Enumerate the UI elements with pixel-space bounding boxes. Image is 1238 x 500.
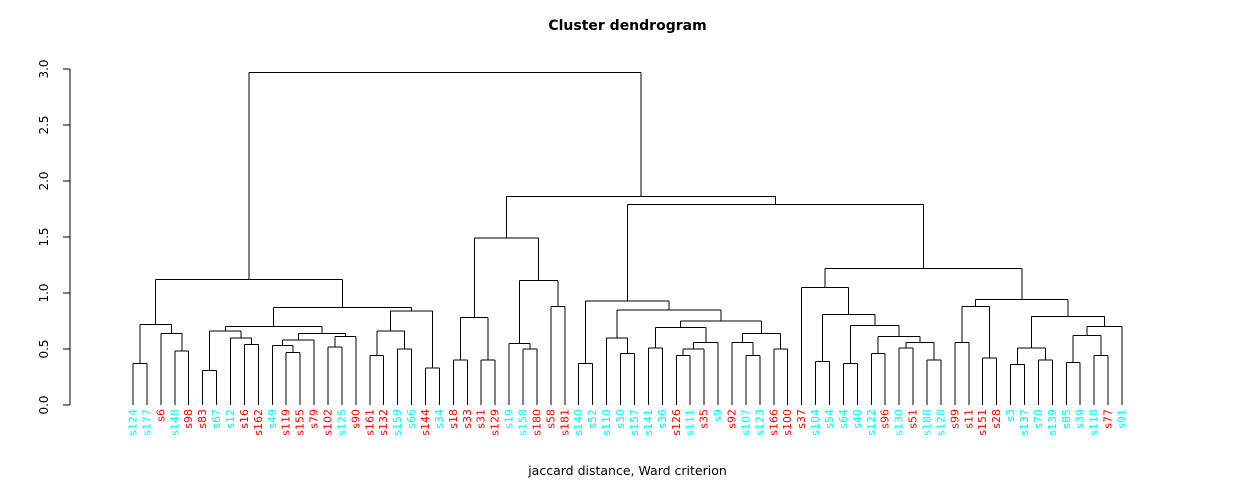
leaf-label: s139 [1046,409,1059,436]
leaf-label: s110 [600,409,613,436]
y-axis-tick-label: 3.0 [37,59,51,78]
leaf-label: s155 [294,409,307,436]
leaf-label: s159 [391,409,404,436]
leaf-label: s132 [377,409,390,436]
y-axis-tick-label: 1.0 [37,283,51,302]
chart-title: Cluster dendrogram [548,18,707,34]
leaf-label: s92 [725,409,738,429]
leaf-label: s85 [1060,409,1073,429]
leaf-label: s6 [154,409,167,422]
leaf-label: s34 [433,409,446,429]
leaf-label: s28 [990,409,1003,429]
leaf-label: s188 [920,409,933,436]
leaf-label: s36 [656,409,669,429]
leaf-label: s30 [614,409,627,429]
leaf-label: s64 [837,409,850,429]
leaf-label: s35 [698,409,711,429]
leaf-label: s79 [308,409,321,429]
leaf-label: s19 [503,409,516,429]
leaf-label: s40 [851,409,864,429]
leaf-label: s90 [349,409,362,429]
leaf-label: s151 [976,409,989,436]
leaf-label: s166 [767,409,780,436]
leaf-label: s141 [642,409,655,436]
leaf-label: s52 [586,409,599,429]
y-axis-tick-label: 0.5 [37,339,51,358]
leaf-label: s137 [1018,409,1031,436]
leaf-label: s122 [865,409,878,436]
leaf-label: s125 [335,409,348,436]
leaf-label: s67 [210,409,223,429]
y-axis-tick-label: 2.0 [37,171,51,190]
leaf-label: s126 [670,409,683,436]
leaf-label: s77 [1102,409,1115,429]
leaf-label: s51 [907,409,920,429]
leaf-label: s58 [544,409,557,429]
leaf-label: s129 [489,409,502,436]
leaf-label: s66 [405,409,418,429]
leaf-label: s16 [238,409,251,429]
leaf-label: s177 [140,409,153,436]
leaf-label: s31 [475,409,488,429]
leaf-label: s180 [530,409,543,436]
leaf-label: s98 [182,409,195,429]
leaf-label: s3 [1004,409,1017,422]
leaf-label: s91 [1116,409,1129,429]
leaf-label: s128 [934,409,947,436]
leaf-label: s118 [1088,409,1101,436]
leaf-label: s158 [517,409,530,436]
leaf-label: s96 [879,409,892,429]
leaf-label: s123 [753,409,766,436]
leaf-label: s54 [823,409,836,429]
y-axis-tick-label: 2.5 [37,115,51,134]
leaf-label: s11 [962,409,975,429]
leaf-label: s104 [809,409,822,436]
y-axis-tick-label: 0.0 [37,395,51,414]
x-axis-label: jaccard distance, Ward criterion [528,463,727,478]
leaf-label: s9 [712,409,725,422]
leaf-label: s119 [280,409,293,436]
leaf-label: s70 [1032,409,1045,429]
y-axis-tick-label: 1.5 [37,227,51,246]
leaf-label: s111 [684,409,697,436]
leaf-label: s130 [893,409,906,436]
leaf-label: s148 [168,409,181,436]
leaf-label: s181 [558,409,571,436]
leaf-label: s157 [628,409,641,436]
leaf-label: s162 [252,409,265,436]
leaf-label: s140 [572,409,585,436]
leaf-label: s12 [224,409,237,429]
leaf-label: s33 [461,409,474,429]
leaf-label: s107 [739,409,752,436]
leaf-label: s18 [447,409,460,429]
leaf-label: s99 [948,409,961,429]
leaf-label: s83 [196,409,209,429]
leaf-label: s39 [1074,409,1087,429]
leaf-label: s144 [419,409,432,436]
leaf-label: s49 [266,409,279,429]
leaf-label: s124 [127,409,140,436]
leaf-label: s37 [795,409,808,429]
leaf-label: s100 [781,409,794,436]
leaf-label: s161 [363,409,376,436]
leaf-label: s102 [322,409,335,436]
